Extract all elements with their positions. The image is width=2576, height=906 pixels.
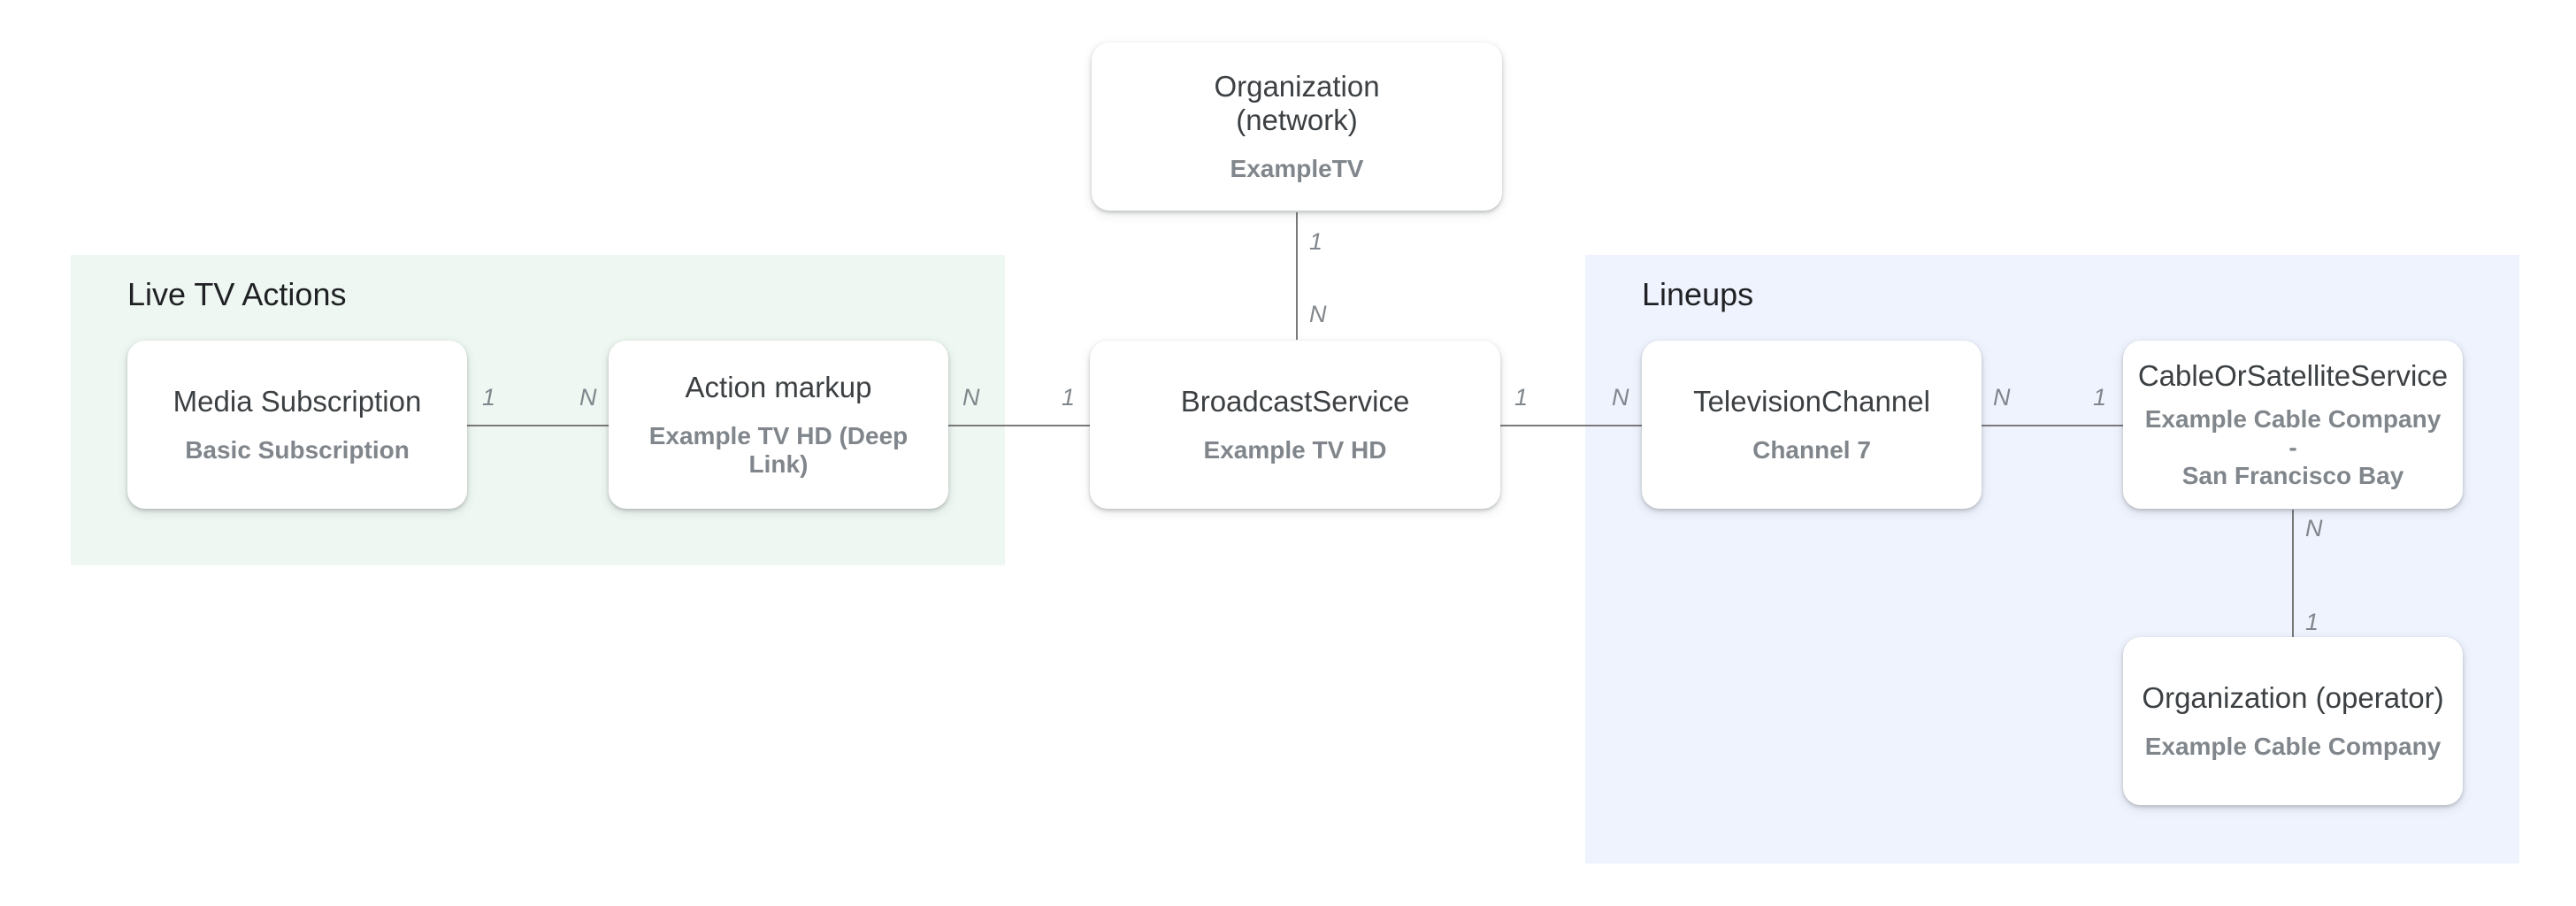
cardinality-label: N (1309, 301, 1327, 327)
node-title: Organization (network) (1214, 70, 1380, 136)
cardinality-label: 1 (1062, 384, 1076, 411)
cardinality-label: 1 (482, 384, 496, 411)
node-title: Action markup (685, 371, 872, 403)
node-media-subscription[interactable]: Media Subscription Basic Subscription (127, 341, 467, 509)
node-subtitle: Basic Subscription (185, 436, 410, 464)
node-title: BroadcastService (1180, 385, 1410, 418)
node-subtitle: Example Cable Company (2144, 733, 2442, 760)
node-title: Organization (operator) (2142, 681, 2444, 714)
cardinality-label: 1 (2093, 384, 2107, 411)
node-subtitle: Example Cable Company - San Francisco Ba… (2144, 405, 2442, 489)
cardinality-label: 1 (1309, 228, 1323, 255)
cardinality-label: N (2305, 515, 2323, 541)
node-title: TelevisionChannel (1693, 385, 1930, 418)
node-organization-network[interactable]: Organization (network) ExampleTV (1092, 42, 1502, 211)
node-title: Media Subscription (172, 385, 422, 418)
cardinality-label: N (579, 384, 597, 411)
cardinality-label: 1 (2305, 609, 2319, 635)
cardinality-label: 1 (1514, 384, 1529, 411)
live-tv-actions-title: Live TV Actions (127, 276, 347, 312)
cardinality-label: N (1612, 384, 1629, 411)
lineups-title: Lineups (1642, 276, 1754, 312)
node-cable-or-satellite-service[interactable]: CableOrSatelliteService Example Cable Co… (2123, 341, 2463, 509)
node-subtitle: Channel 7 (1752, 436, 1871, 464)
node-subtitle: ExampleTV (1230, 155, 1364, 182)
node-subtitle: Example TV HD (1203, 436, 1387, 464)
node-action-markup[interactable]: Action markup Example TV HD (Deep Link) (609, 341, 948, 509)
node-subtitle: Example TV HD (Deep Link) (648, 422, 908, 478)
cardinality-label: N (962, 384, 980, 411)
cardinality-label: N (1993, 384, 2011, 411)
node-broadcast-service[interactable]: BroadcastService Example TV HD (1090, 341, 1500, 509)
node-television-channel[interactable]: TelevisionChannel Channel 7 (1642, 341, 1982, 509)
node-title: CableOrSatelliteService (2137, 359, 2449, 392)
node-organization-operator[interactable]: Organization (operator) Example Cable Co… (2123, 637, 2463, 805)
